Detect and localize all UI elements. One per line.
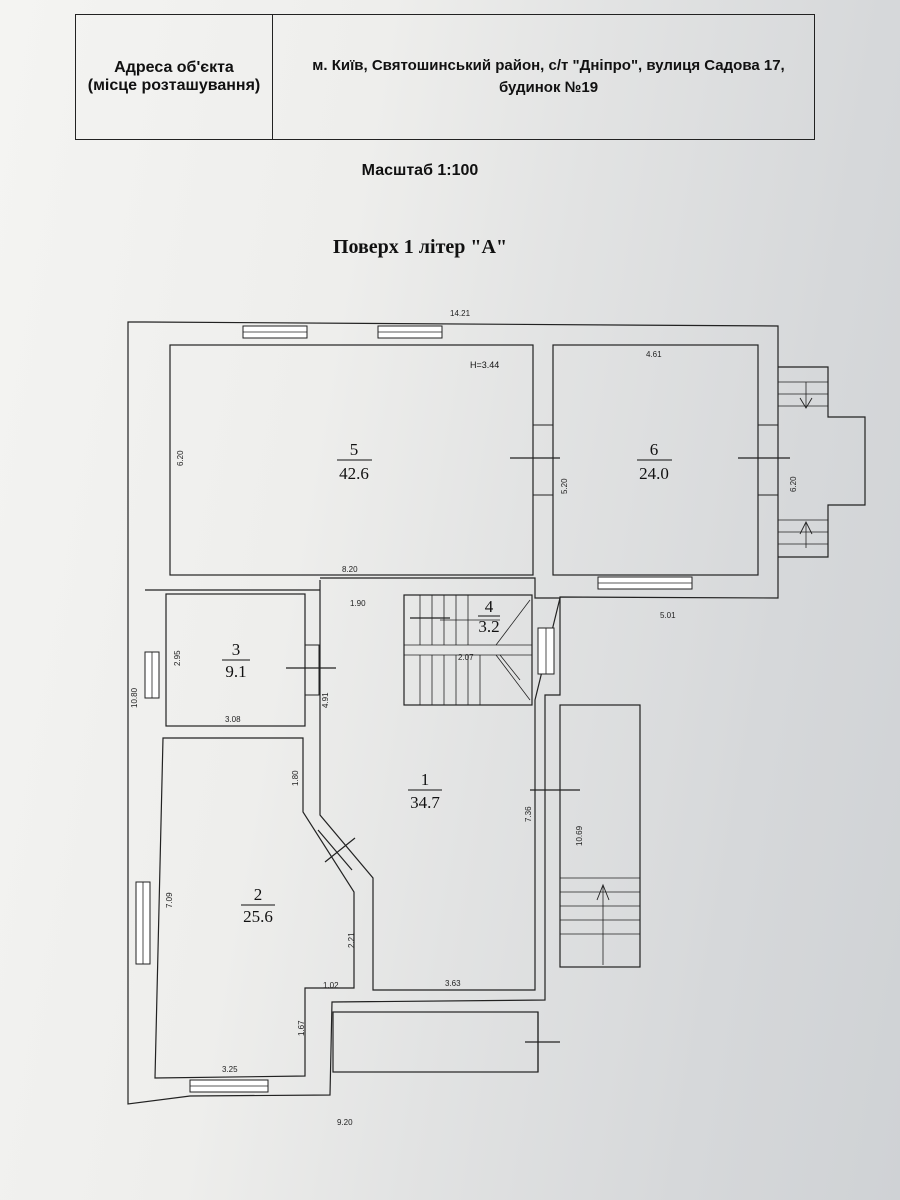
address-value-cell: м. Київ, Святошинський район, с/т "Дніпр… bbox=[273, 15, 814, 139]
dim-room3-left: 2.95 bbox=[173, 650, 182, 666]
room-4-number: 4 bbox=[485, 597, 494, 616]
dim-overall-left: 10.80 bbox=[130, 687, 139, 708]
room-4-area: 3.2 bbox=[478, 617, 499, 636]
address-label-line2: (місце розташування) bbox=[87, 77, 261, 94]
dim-room2-bottom: 3.25 bbox=[222, 1065, 238, 1074]
porch-steps bbox=[560, 381, 828, 965]
dim-top-overall: 14.21 bbox=[450, 309, 471, 318]
dim-room2-left: 7.09 bbox=[165, 892, 174, 908]
dim-room6-left: 5.20 bbox=[560, 478, 569, 494]
dim-room2-diag: 2.21 bbox=[347, 932, 356, 948]
room-6-number: 6 bbox=[650, 440, 659, 459]
dim-room1-left: 4.91 bbox=[321, 692, 330, 708]
dim-room3-bottom: 3.08 bbox=[225, 715, 241, 724]
room-6-area: 24.0 bbox=[639, 464, 669, 483]
scale-label: Масштаб 1:100 bbox=[361, 162, 479, 179]
room-2-area: 25.6 bbox=[243, 907, 273, 926]
dim-room2-notch-side: 1.67 bbox=[297, 1020, 306, 1036]
dim-room2-notch: 1.02 bbox=[323, 981, 339, 990]
height-mark: H=3.44 bbox=[470, 360, 499, 370]
room-2-outline bbox=[154, 737, 355, 1079]
dim-room1-bottom: 3.63 bbox=[445, 979, 461, 988]
room-2-number: 2 bbox=[254, 885, 263, 904]
room-1-number: 1 bbox=[421, 770, 430, 789]
dim-room1-right: 7.36 bbox=[524, 806, 533, 822]
address-label-cell: Адреса об'єкта (місце розташування) bbox=[76, 15, 273, 139]
room-1-outline bbox=[319, 577, 561, 991]
dim-stair: 2.07 bbox=[458, 653, 474, 662]
room-5-area: 42.6 bbox=[339, 464, 369, 483]
floor-title: Поверх 1 літер "А" bbox=[332, 236, 508, 258]
outer-wall bbox=[127, 321, 779, 1105]
room-5-number: 5 bbox=[350, 440, 359, 459]
dim-room6-top: 4.61 bbox=[646, 350, 662, 359]
dim-porch-right: 10.69 bbox=[575, 825, 584, 846]
address-value-line2: будинок №19 bbox=[498, 79, 599, 96]
dim-room5-bottom: 8.20 bbox=[342, 565, 358, 574]
address-table: Адреса об'єкта (місце розташування) м. К… bbox=[75, 14, 815, 140]
room-3-area: 9.1 bbox=[225, 662, 246, 681]
right-porch bbox=[778, 366, 866, 558]
dim-right-mid: 5.01 bbox=[660, 611, 676, 620]
dim-room5-left: 6.20 bbox=[176, 450, 185, 466]
stair-treads bbox=[404, 595, 532, 705]
storage-outline bbox=[332, 1011, 539, 1073]
room-3-number: 3 bbox=[232, 640, 241, 659]
dim-room1-wall-top: 1.80 bbox=[291, 770, 300, 786]
dim-corridor-top: 1.90 bbox=[350, 599, 366, 608]
dim-room6-right: 6.20 bbox=[789, 476, 798, 492]
porch-outline bbox=[559, 704, 641, 968]
address-label-line1: Адреса об'єкта bbox=[114, 59, 234, 76]
address-value-line1: м. Київ, Святошинський район, с/т "Дніпр… bbox=[312, 57, 785, 74]
room-1-area: 34.7 bbox=[410, 793, 440, 812]
dim-bottom-overall: 9.20 bbox=[337, 1118, 353, 1127]
